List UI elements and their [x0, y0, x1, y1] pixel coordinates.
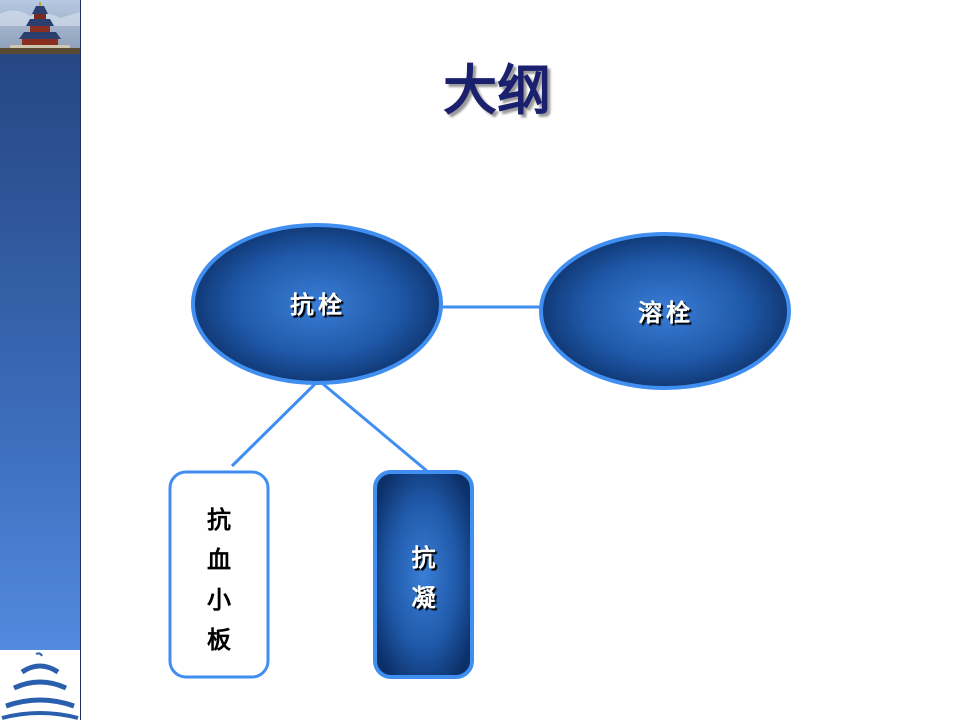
node-antithrombotic-label: 抗栓 [290, 290, 346, 319]
anticoagulant-char-2: 凝 [411, 583, 436, 612]
temple-of-heaven-photo [0, 0, 80, 54]
antiplatelet-char-1: 抗 [207, 505, 231, 534]
antiplatelet-char-2: 血 [207, 545, 231, 574]
page-title: 大纲 [443, 59, 551, 122]
left-sidebar-band [0, 0, 81, 720]
node-thrombolytic-ellipse [539, 232, 791, 390]
anticoagulant-char-1: 抗 [411, 543, 436, 572]
node-antiplatelet-box [168, 470, 270, 679]
connector-antithrombotic-antiplatelet [230, 382, 317, 468]
logo-emblem-icon [0, 650, 80, 720]
node-antiplatelet-label: 抗 血 小 板 [170, 500, 268, 660]
antiplatelet-char-3: 小 [207, 585, 231, 614]
node-thrombolytic-label: 溶栓 [638, 298, 694, 327]
node-anticoagulant-box [373, 470, 474, 679]
antiplatelet-char-4: 板 [207, 625, 231, 654]
node-antithrombotic-ellipse [191, 223, 443, 385]
node-anticoagulant-label: 抗 凝 [375, 538, 472, 618]
connector-antithrombotic-anticoagulant [322, 382, 428, 473]
